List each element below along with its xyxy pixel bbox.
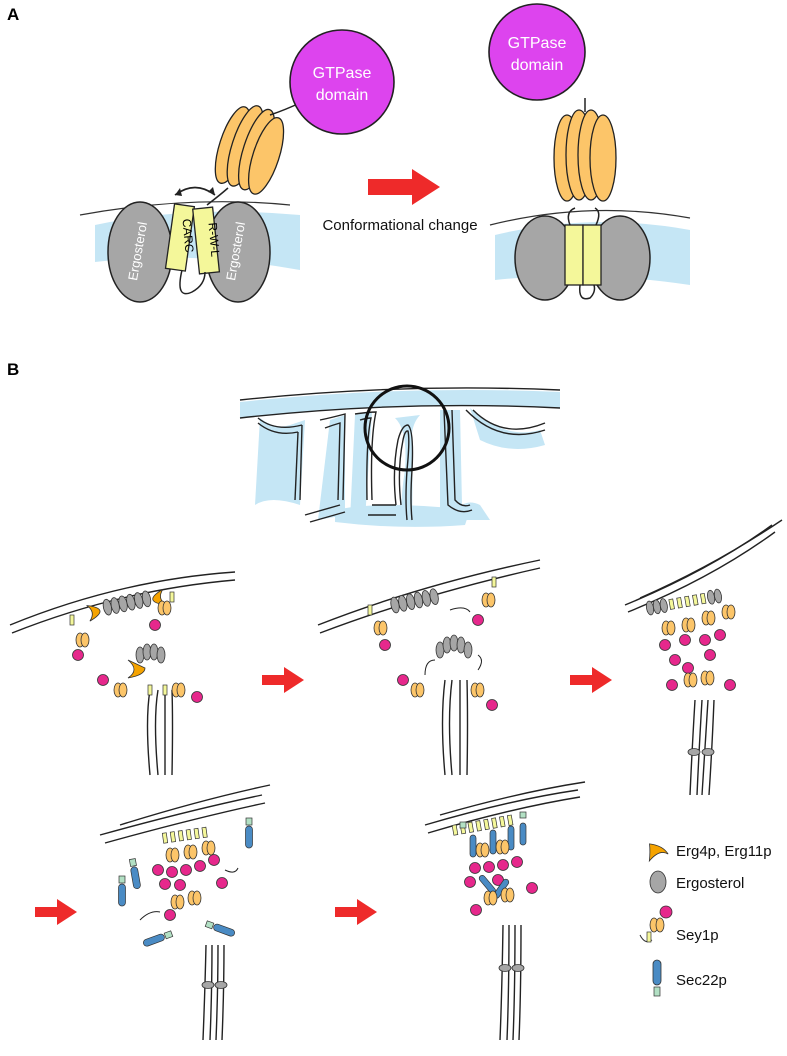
panel-label-a: A — [7, 5, 20, 24]
legend-sec22p-symbol — [652, 959, 662, 997]
legend-erg-symbol — [648, 843, 669, 863]
step-2 — [317, 559, 541, 776]
arrow-step-3 — [35, 899, 77, 925]
legend-sey1p-label: Sey1p — [676, 927, 719, 944]
step-1 — [9, 571, 236, 776]
rwl-label: R-W-L — [206, 222, 223, 258]
gtpase-right-line2: domain — [511, 57, 563, 74]
arrow-step-4 — [335, 899, 377, 925]
panel-label-b: B — [7, 360, 20, 379]
gtpase-right-line1: GTPase — [508, 35, 567, 52]
helix-bundle-left — [214, 105, 285, 195]
legend-sey1p-symbol — [639, 905, 673, 943]
legend-erg-label: Erg4p, Erg11p — [676, 843, 772, 860]
step-4 — [99, 784, 271, 1041]
arrow-step-1 — [262, 667, 304, 693]
tm-helix-right-b — [582, 224, 602, 286]
gtpase-left-line1: GTPase — [313, 65, 372, 82]
carc-label: CARC — [180, 218, 197, 253]
panel-a-right: GTPase domain — [488, 3, 691, 301]
legend: Erg4p, Erg11p Ergosterol Sey1p Sec22p — [639, 843, 772, 997]
step-5 — [424, 781, 586, 1041]
panel-a-left: Ergosterol Ergosterol CARC R-W-L GTPase … — [79, 29, 395, 303]
arrow-step-2 — [570, 667, 612, 693]
legend-sec22p-label: Sec22p — [676, 972, 727, 989]
tm-helix-right-a — [564, 224, 584, 286]
membrane-line-left — [79, 201, 291, 216]
legend-ergosterol-label: Ergosterol — [676, 875, 744, 892]
loop-right — [578, 284, 596, 300]
loop-left — [179, 269, 206, 295]
conformational-change-label: Conformational change — [322, 217, 477, 234]
gtpase-left-line2: domain — [316, 87, 368, 104]
linker-left — [206, 187, 229, 206]
carc-helix — [164, 203, 196, 272]
gtpase-domain-left — [289, 29, 395, 135]
zoom-circle — [363, 384, 451, 472]
er-network-overview — [239, 384, 561, 527]
helix-bundle-right — [553, 109, 617, 202]
step-3 — [624, 519, 783, 796]
membrane-line-right — [489, 209, 691, 226]
rwl-helix — [191, 206, 221, 275]
legend-ergosterol-symbol — [649, 870, 667, 894]
conformational-arrow — [368, 169, 440, 205]
gtpase-domain-right — [488, 3, 586, 101]
